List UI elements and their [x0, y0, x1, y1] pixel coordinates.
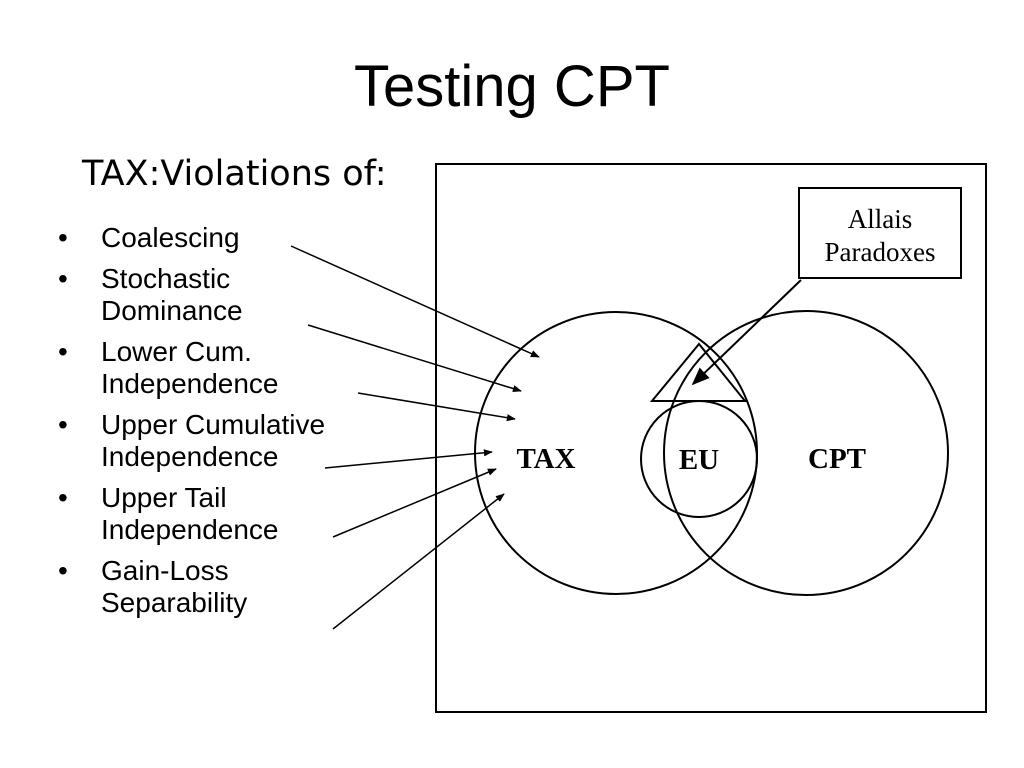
upper-cumulative-independence-arrow [324, 449, 493, 469]
stochastic-dominance-arrow [307, 324, 522, 393]
allais-label-line1: Allais [848, 204, 913, 234]
bullet-icon: • [58, 555, 68, 586]
slide-title: Testing CPT [354, 54, 670, 119]
upper-tail-independence-arrow [332, 468, 497, 538]
bullet-icon: • [58, 263, 68, 294]
bullet-text: Coalescing [101, 222, 240, 253]
list-item: • Upper Cumulative Independence [58, 409, 348, 473]
slide-subtitle: TAX:Violations of: [82, 154, 387, 194]
bullet-text: Upper Tail Independence [101, 482, 279, 545]
allais-triangle [649, 342, 748, 402]
gain-loss-separability-arrow [332, 493, 505, 630]
diagram-frame [435, 163, 987, 713]
bullet-text: Upper Cumulative Independence [101, 409, 326, 472]
bullet-icon: • [58, 336, 68, 367]
tax-label: TAX [516, 443, 575, 475]
bullet-text: Stochastic Dominance [101, 263, 243, 326]
bullet-icon: • [58, 222, 68, 253]
list-item: • Upper Tail Independence [58, 482, 348, 546]
allais-label-line2: Paradoxes [825, 237, 936, 267]
list-item: • Gain-Loss Separability [58, 555, 348, 619]
bullet-icon: • [58, 482, 68, 513]
cpt-label: CPT [808, 443, 866, 475]
bullet-icon: • [58, 409, 68, 440]
coalescing-arrow [290, 245, 540, 358]
list-item: • Stochastic Dominance [58, 263, 348, 327]
eu-label: EU [679, 444, 719, 476]
allais-paradoxes-box [798, 187, 962, 279]
allais-arrow [691, 279, 802, 386]
list-item: • Lower Cum. Independence [58, 336, 348, 400]
bullet-text: Lower Cum. Independence [101, 336, 279, 399]
cpt-circle [663, 310, 949, 596]
violations-list: • Coalescing • Stochastic Dominance • Lower… [58, 222, 348, 628]
lower-cum-independence-arrow [357, 392, 516, 422]
bullet-text: Gain-Loss Separability [101, 555, 248, 618]
list-item: • Coalescing [58, 222, 348, 254]
